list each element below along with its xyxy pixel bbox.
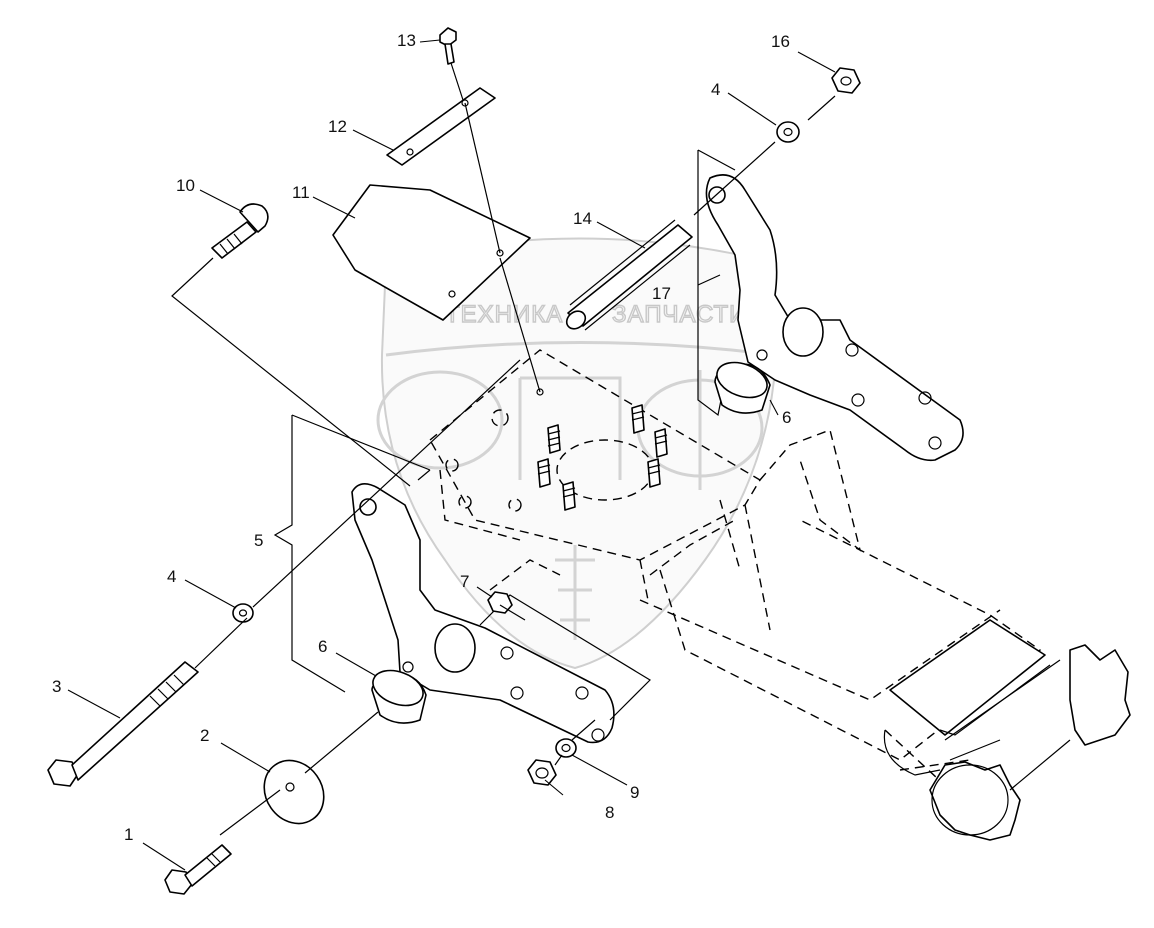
callout-17: 17 bbox=[652, 284, 671, 303]
leader-lines bbox=[67, 39, 836, 871]
large-washer-2 bbox=[263, 759, 325, 825]
callout-16: 16 bbox=[771, 32, 790, 51]
bolt-10 bbox=[211, 203, 269, 259]
washer-4-right bbox=[776, 121, 800, 143]
left-bracket bbox=[273, 414, 651, 744]
bushing-left bbox=[371, 669, 427, 724]
callout-labels: 1 2 3 4 4 5 6 6 7 8 9 10 11 12 13 14 16 … bbox=[52, 31, 791, 844]
callout-1: 1 bbox=[124, 825, 133, 844]
callout-7: 7 bbox=[460, 572, 469, 591]
watermark-text-right: ЗАПЧАСТИ bbox=[612, 301, 747, 328]
callout-14: 14 bbox=[573, 209, 592, 228]
callout-3: 3 bbox=[52, 677, 61, 696]
callout-4-right: 4 bbox=[711, 80, 720, 99]
long-bolt-3 bbox=[47, 661, 199, 787]
callout-12: 12 bbox=[328, 117, 347, 136]
nut-8 bbox=[527, 759, 557, 786]
callout-6-right: 6 bbox=[782, 408, 791, 427]
cover-plate bbox=[332, 184, 531, 321]
watermark-logo: ТЕХНИКА ЗАПЧАСТИ bbox=[376, 237, 778, 670]
nut-16 bbox=[831, 67, 861, 94]
callout-10: 10 bbox=[176, 176, 195, 195]
assembly-lines bbox=[171, 62, 836, 836]
wear-strip bbox=[386, 87, 496, 166]
drive-shaft-assembly bbox=[883, 619, 1131, 841]
washer-9 bbox=[555, 738, 577, 758]
right-bracket bbox=[697, 149, 964, 462]
callout-5: 5 bbox=[254, 531, 263, 550]
callout-9: 9 bbox=[630, 783, 639, 802]
callout-8: 8 bbox=[605, 803, 614, 822]
callout-13: 13 bbox=[397, 31, 416, 50]
washer-4-left bbox=[232, 603, 254, 623]
bushing-right bbox=[714, 361, 771, 414]
callout-6-left: 6 bbox=[318, 637, 327, 656]
callout-4-left: 4 bbox=[167, 567, 176, 586]
hidden-frame-assembly bbox=[429, 349, 1042, 791]
callout-11: 11 bbox=[292, 183, 310, 202]
watermark-text-left: ТЕХНИКА bbox=[445, 301, 563, 328]
callout-2: 2 bbox=[200, 726, 209, 745]
stud-cluster bbox=[537, 404, 668, 511]
nut-7 bbox=[487, 591, 513, 614]
bolt-1 bbox=[164, 844, 232, 895]
bolt-13 bbox=[439, 27, 457, 65]
spacer-tube bbox=[565, 219, 693, 331]
